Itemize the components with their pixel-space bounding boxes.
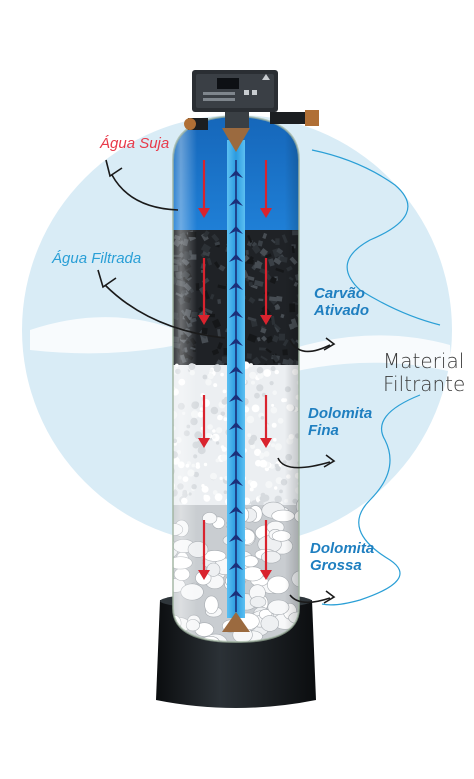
fine-dolomite-label: Dolomita Fina [308, 405, 372, 440]
filtered-water-label: Água Filtrada [52, 250, 142, 267]
up-flow-arrow-icon [229, 394, 243, 402]
up-flow-arrow-icon [229, 226, 243, 234]
filter-material-line1: Material [383, 349, 465, 373]
up-flow-arrow-icon [229, 478, 243, 486]
up-flow-arrow-icon [229, 254, 243, 262]
coarse-dolomite-line1: Dolomita [310, 540, 375, 557]
arrow-head [105, 159, 123, 178]
up-flow-arrow-icon [229, 338, 243, 346]
up-flow-arrow-icon [229, 422, 243, 430]
pointer-arrow-icon [104, 284, 226, 339]
activated-carbon-line2: Ativado [314, 302, 370, 320]
control-valve-icon [184, 70, 319, 130]
coarse-dolomite-label: Dolomita Grossa [310, 540, 374, 575]
activated-carbon-line1: Carvão [314, 285, 365, 302]
fine-dolomite-line1: Dolomita [308, 405, 373, 422]
top-distributor [222, 128, 250, 152]
up-flow-arrow-icon [229, 450, 243, 458]
up-flow-arrow-icon [229, 534, 243, 542]
up-flow-arrow-icon [229, 282, 243, 290]
up-flow-arrow-icon [229, 366, 243, 374]
up-flow-arrow-icon [229, 562, 243, 570]
up-flow-arrow-icon [229, 310, 243, 318]
decorative-curve [311, 149, 441, 606]
bottom-distributor [222, 612, 250, 632]
up-flow-arrow-icon [229, 590, 243, 598]
activated-carbon-label: Carvão Ativado [314, 285, 369, 320]
coarse-dolomite-line2: Grossa [310, 557, 362, 575]
up-flow-arrow-icon [229, 198, 243, 206]
up-flow-arrows [229, 160, 243, 612]
pointer-arrows [97, 159, 336, 604]
up-flow-arrow-icon [229, 506, 243, 514]
pointer-arrow-icon [111, 174, 179, 211]
up-flow-arrow-icon [229, 170, 243, 178]
filter-material-label: Material Filtrante [383, 350, 465, 396]
dirty-water-label: Água Suja [100, 135, 170, 152]
down-flow-arrows [198, 160, 272, 580]
arrow-head [97, 269, 117, 289]
fine-dolomite-line2: Fina [308, 422, 339, 440]
filter-material-line2: Filtrante [383, 372, 466, 396]
